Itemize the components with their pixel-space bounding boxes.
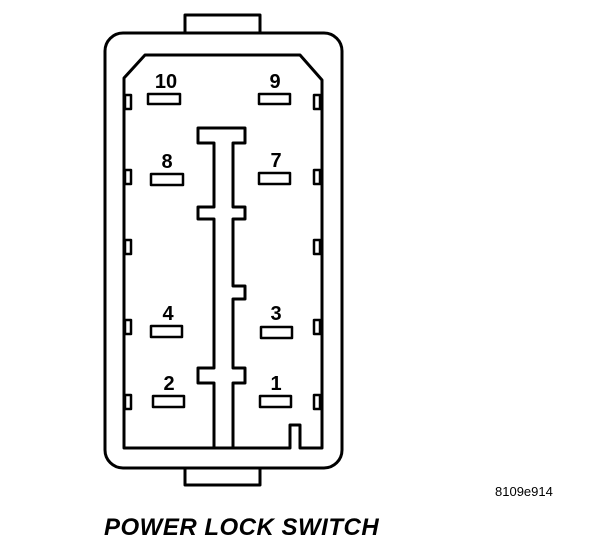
pin-label-9: 9 [269, 71, 280, 93]
side-ribs [123, 93, 322, 411]
terminal-slot-2 [151, 394, 186, 409]
pin-label-8: 8 [161, 151, 172, 173]
bottom-latch-tab [183, 468, 262, 487]
top-latch-tab [183, 13, 262, 33]
pin-label-7: 7 [270, 150, 281, 172]
diagram-caption: POWER LOCK SWITCH [104, 514, 380, 541]
terminal-slot-9 [257, 92, 292, 106]
pin-label-4: 4 [162, 303, 174, 325]
terminal-slot-3 [259, 325, 294, 340]
center-divider [196, 126, 247, 448]
pin-label-10: 10 [155, 71, 177, 93]
terminal-slot-4 [149, 324, 184, 339]
connector-housing [103, 31, 344, 470]
terminal-slot-10 [146, 92, 182, 106]
terminal-slots [146, 92, 294, 409]
terminal-slot-1 [258, 394, 293, 409]
figure-code: 8109e914 [495, 484, 553, 499]
terminal-slot-8 [149, 172, 185, 187]
pin-label-1: 1 [270, 373, 281, 395]
connector-cavity [122, 53, 324, 450]
pin-label-2: 2 [163, 373, 174, 395]
terminal-slot-7 [257, 171, 292, 186]
pin-label-3: 3 [270, 303, 281, 325]
